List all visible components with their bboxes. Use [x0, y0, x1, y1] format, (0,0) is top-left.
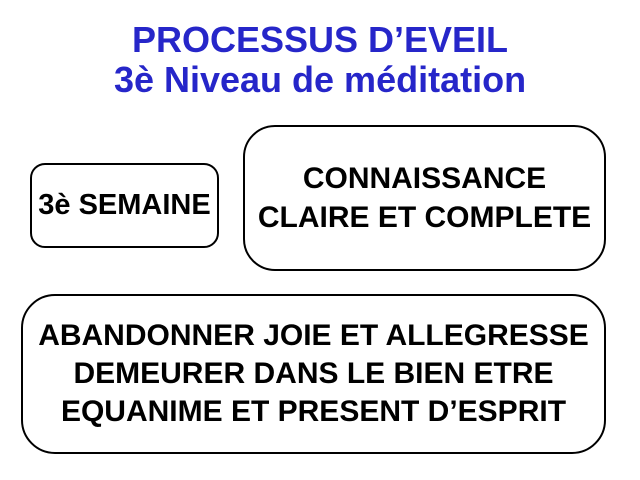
week-box: 3è SEMAINE — [30, 163, 219, 248]
practice-box: ABANDONNER JOIE ET ALLEGRESSE DEMEURER D… — [21, 294, 606, 454]
practice-box-line2: DEMEURER DANS LE BIEN ETRE — [73, 357, 554, 390]
slide-title-line2: 3è Niveau de méditation — [113, 59, 527, 100]
practice-box-line3: EQUANIME ET PRESENT D’ESPRIT — [60, 395, 567, 428]
week-box-label: 3è SEMAINE — [38, 189, 211, 221]
knowledge-box-line2: CLAIRE ET COMPLETE — [257, 201, 592, 234]
slide-title-line1: PROCESSUS D’EVEIL — [131, 19, 509, 60]
slide-title: PROCESSUS D’EVEIL 3è Niveau de méditatio… — [0, 20, 640, 100]
practice-box-line1: ABANDONNER JOIE ET ALLEGRESSE — [38, 319, 589, 352]
knowledge-box-line1: CONNAISSANCE — [302, 162, 547, 195]
knowledge-box: CONNAISSANCE CLAIRE ET COMPLETE — [243, 125, 606, 271]
